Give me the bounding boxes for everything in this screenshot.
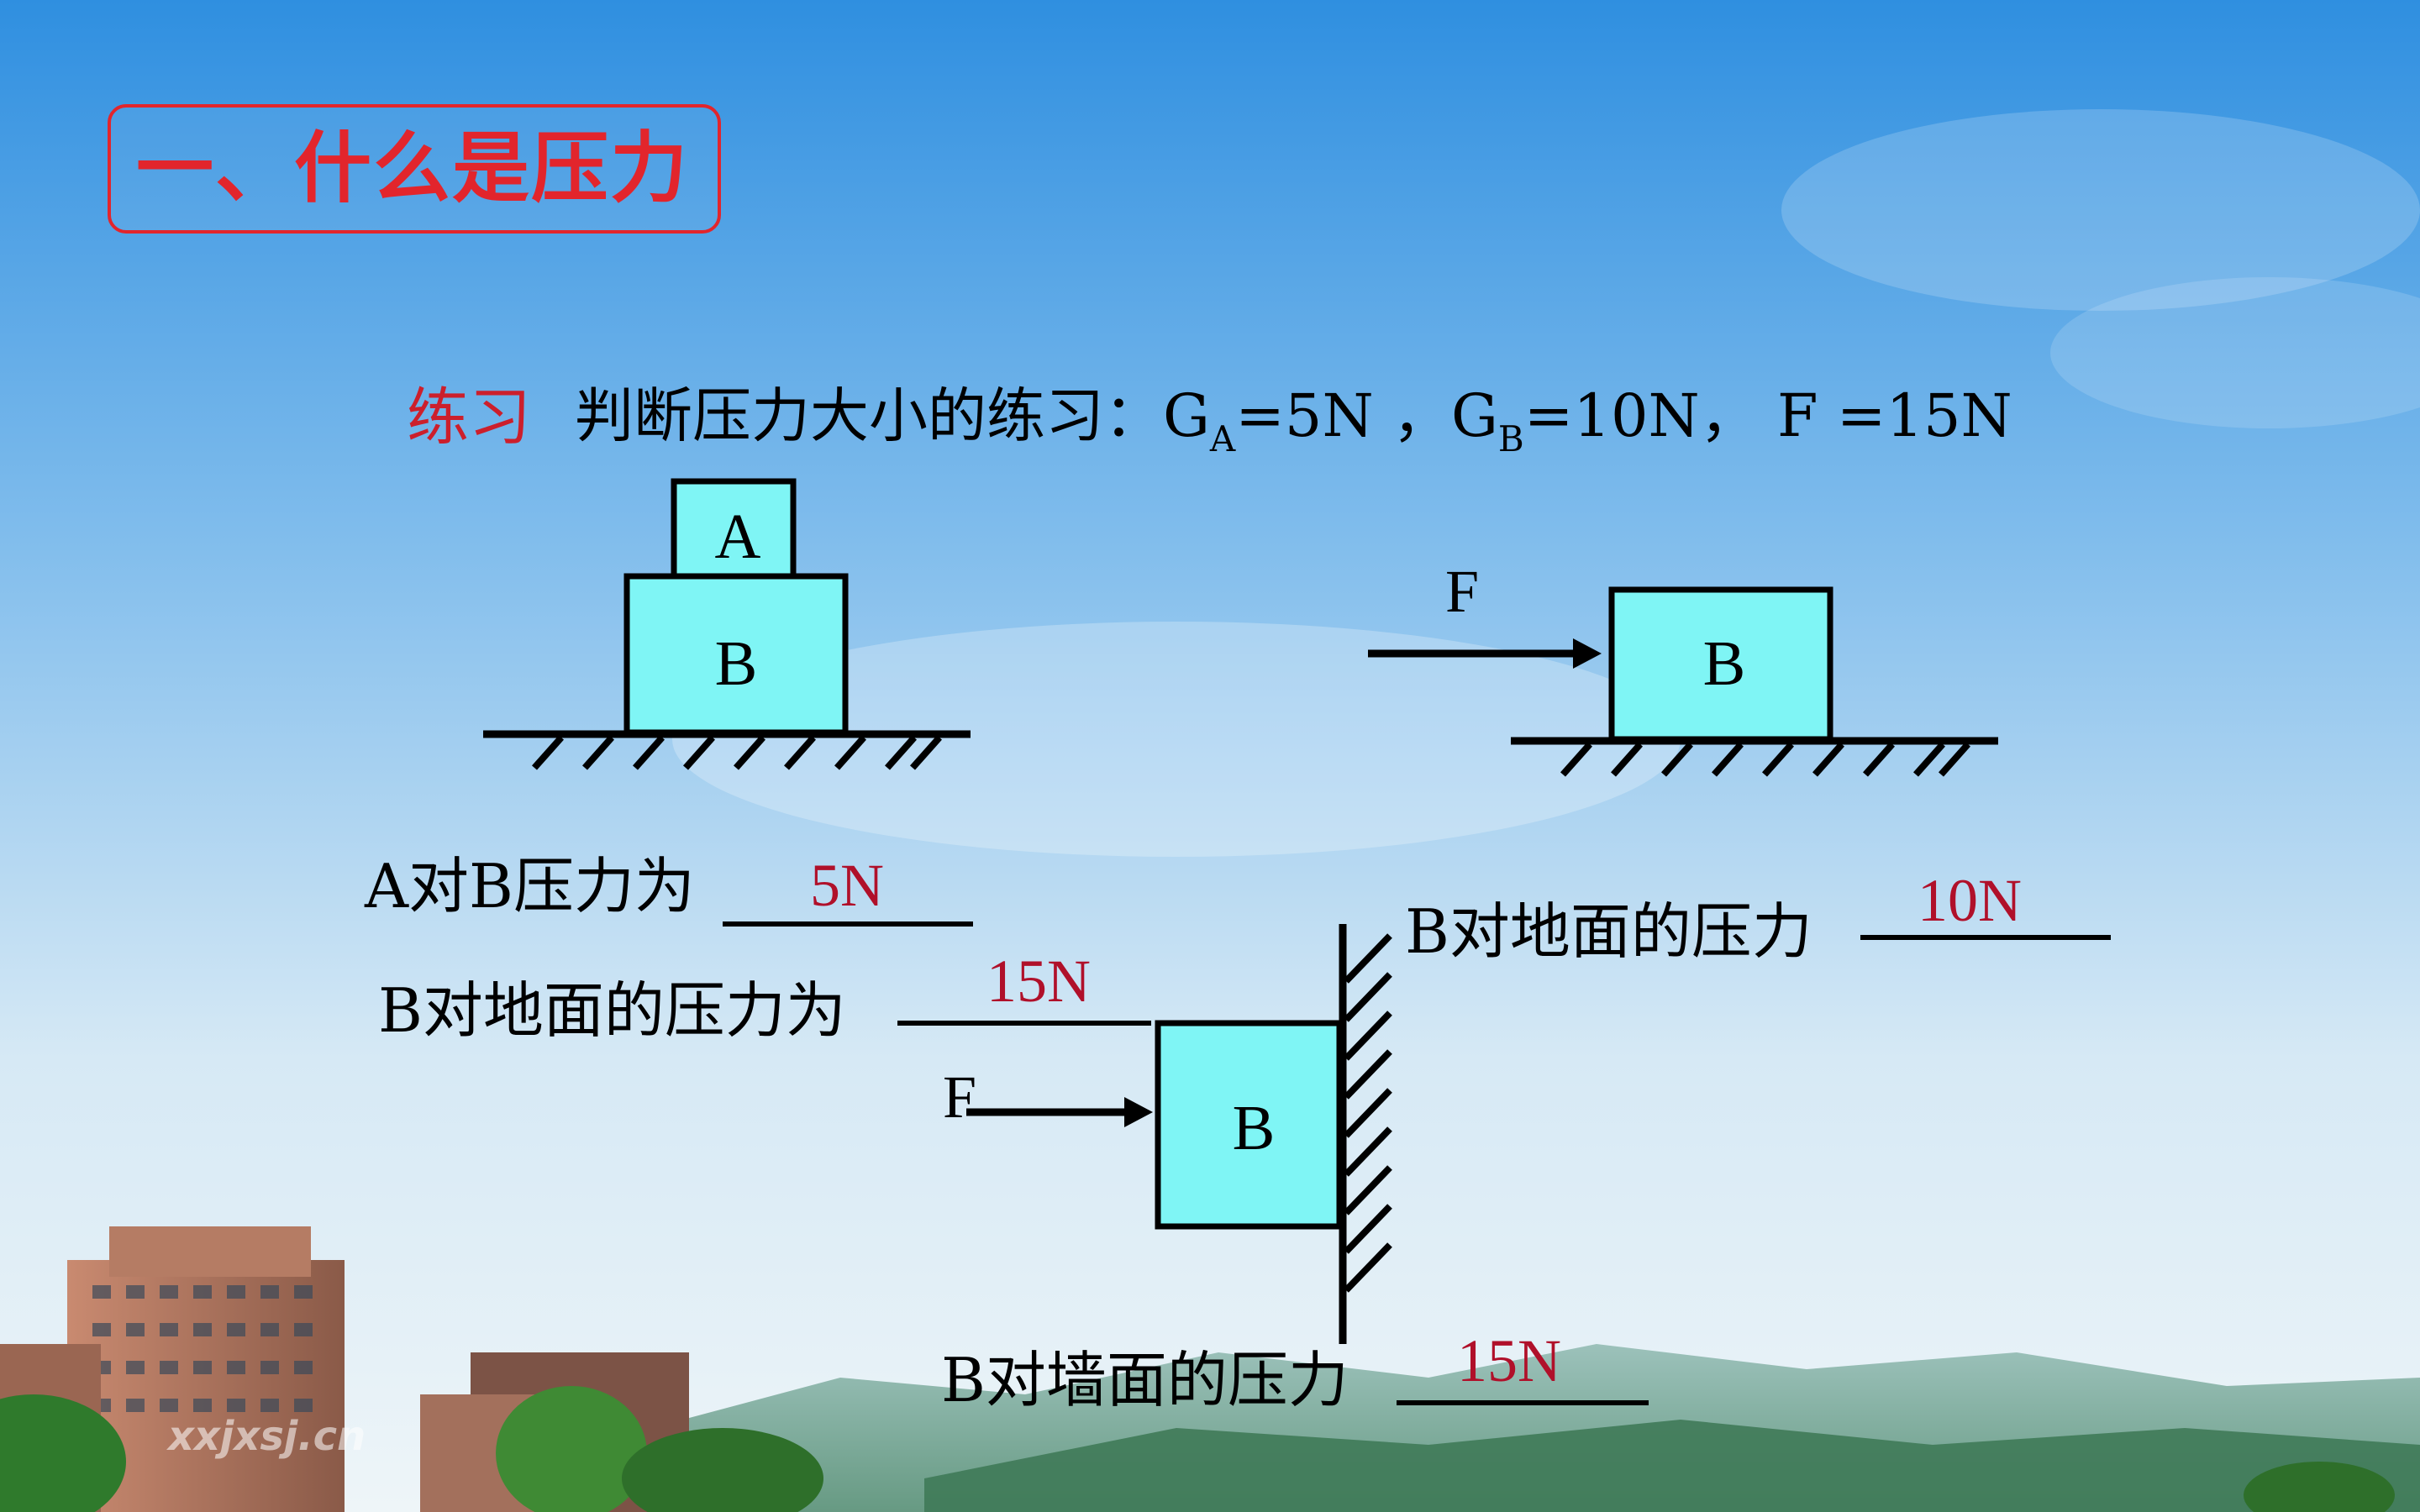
block-b-wall <box>1155 1020 1343 1230</box>
block-b-label: B <box>715 628 758 699</box>
ground-hatch-1 <box>532 735 942 770</box>
question-4-cjk: 对墙面的压力 <box>985 1345 1349 1415</box>
block-b-label-3: B <box>1233 1093 1276 1163</box>
question-b-on-ground: B对地面的压力 <box>1405 894 1812 969</box>
question-2-prefix: B <box>378 975 423 1046</box>
ga-subscript: A <box>1209 418 1236 459</box>
question-a-on-b: A对B压力为 <box>365 848 695 924</box>
ga-value: =5N ， <box>1235 381 1451 450</box>
force-arrowhead-1 <box>1573 638 1602 669</box>
ground-hatch-2 <box>1560 742 1970 777</box>
force-arrowhead-2 <box>1124 1097 1153 1127</box>
block-a <box>671 478 797 580</box>
question-1-cjk: 对 <box>408 851 470 921</box>
wall-push-diagram: F B <box>943 924 1392 1344</box>
f-value: F =15N <box>1777 381 2012 450</box>
page-title: 一、什么是压力 <box>136 123 690 213</box>
block-a-label: A <box>715 501 761 572</box>
block-b-stack <box>623 573 849 736</box>
question-3-prefix: B <box>1405 896 1449 967</box>
answer-4: 15N <box>1457 1327 1561 1394</box>
question-b-on-ground-2: B对地面的压力为 <box>378 973 846 1048</box>
answer-2: 15N <box>986 948 1091 1015</box>
ga-symbol: G <box>1163 381 1210 450</box>
answer-1: 5N <box>810 852 884 919</box>
question-4-prefix: B <box>941 1345 986 1415</box>
force-f-label-2: F <box>943 1063 976 1131</box>
exercise-prompt: 判断压力大小的练习：GA=5N ，GB=10N， F =15N <box>575 378 2012 477</box>
question-b-on-wall: B对墙面的压力 <box>941 1342 1349 1418</box>
title-frame <box>108 104 721 234</box>
horizontal-push-diagram: F B <box>1368 558 1998 777</box>
question-1-cjk2: 压力为 <box>513 851 695 921</box>
question-1-prefix: A <box>365 851 408 921</box>
exercise-label: 练习 <box>407 381 531 454</box>
gb-value: =10N， <box>1523 381 1759 450</box>
question-3-cjk: 对地面的压力 <box>1449 896 1812 967</box>
block-b-push <box>1608 586 1833 743</box>
stack-diagram: A B <box>483 478 971 770</box>
question-1-mid: B <box>469 851 513 921</box>
question-2-cjk: 对地面的压力为 <box>422 975 846 1046</box>
block-b-label-2: B <box>1703 628 1746 699</box>
answer-3: 10N <box>1918 867 2022 934</box>
watermark: xxjxsj.cn <box>166 1413 366 1460</box>
gb-subscript: B <box>1497 418 1524 459</box>
wall-hatch <box>1344 933 1392 1293</box>
gb-symbol: G <box>1450 381 1498 450</box>
force-f-label-1: F <box>1445 558 1479 625</box>
exercise-prompt-text: 判断压力大小的练习： <box>575 381 1163 450</box>
